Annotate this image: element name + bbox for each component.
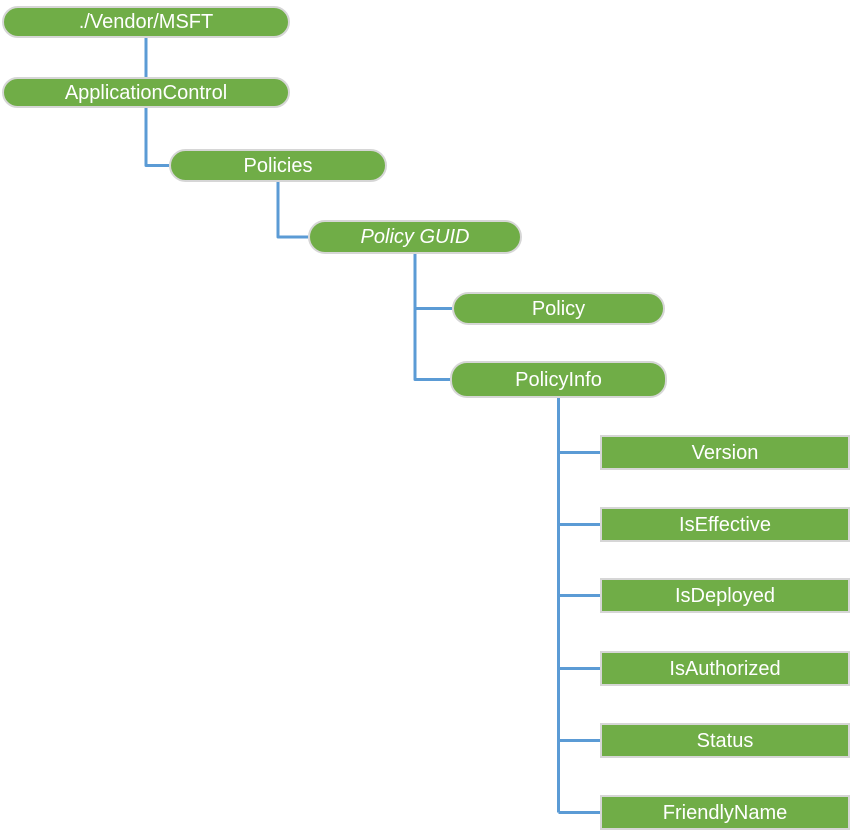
node-policy: Policy (452, 292, 665, 325)
connector-application-control-to-policies (144, 108, 169, 167)
connector-policies-to-policy-guid (276, 182, 308, 239)
connector-policy-guid-to-policy-info (413, 254, 450, 381)
node-is-authorized: IsAuthorized (600, 651, 850, 686)
node-policy-info: PolicyInfo (450, 361, 667, 398)
node-vendor-msft: ./Vendor/MSFT (2, 6, 290, 38)
node-is-effective: IsEffective (600, 507, 850, 542)
node-application-control: ApplicationControl (2, 77, 290, 108)
node-status: Status (600, 723, 850, 758)
node-policies: Policies (169, 149, 387, 182)
node-version: Version (600, 435, 850, 470)
node-friendly-name: FriendlyName (600, 795, 850, 830)
node-policy-guid: Policy GUID (308, 220, 522, 254)
node-is-deployed: IsDeployed (600, 578, 850, 613)
